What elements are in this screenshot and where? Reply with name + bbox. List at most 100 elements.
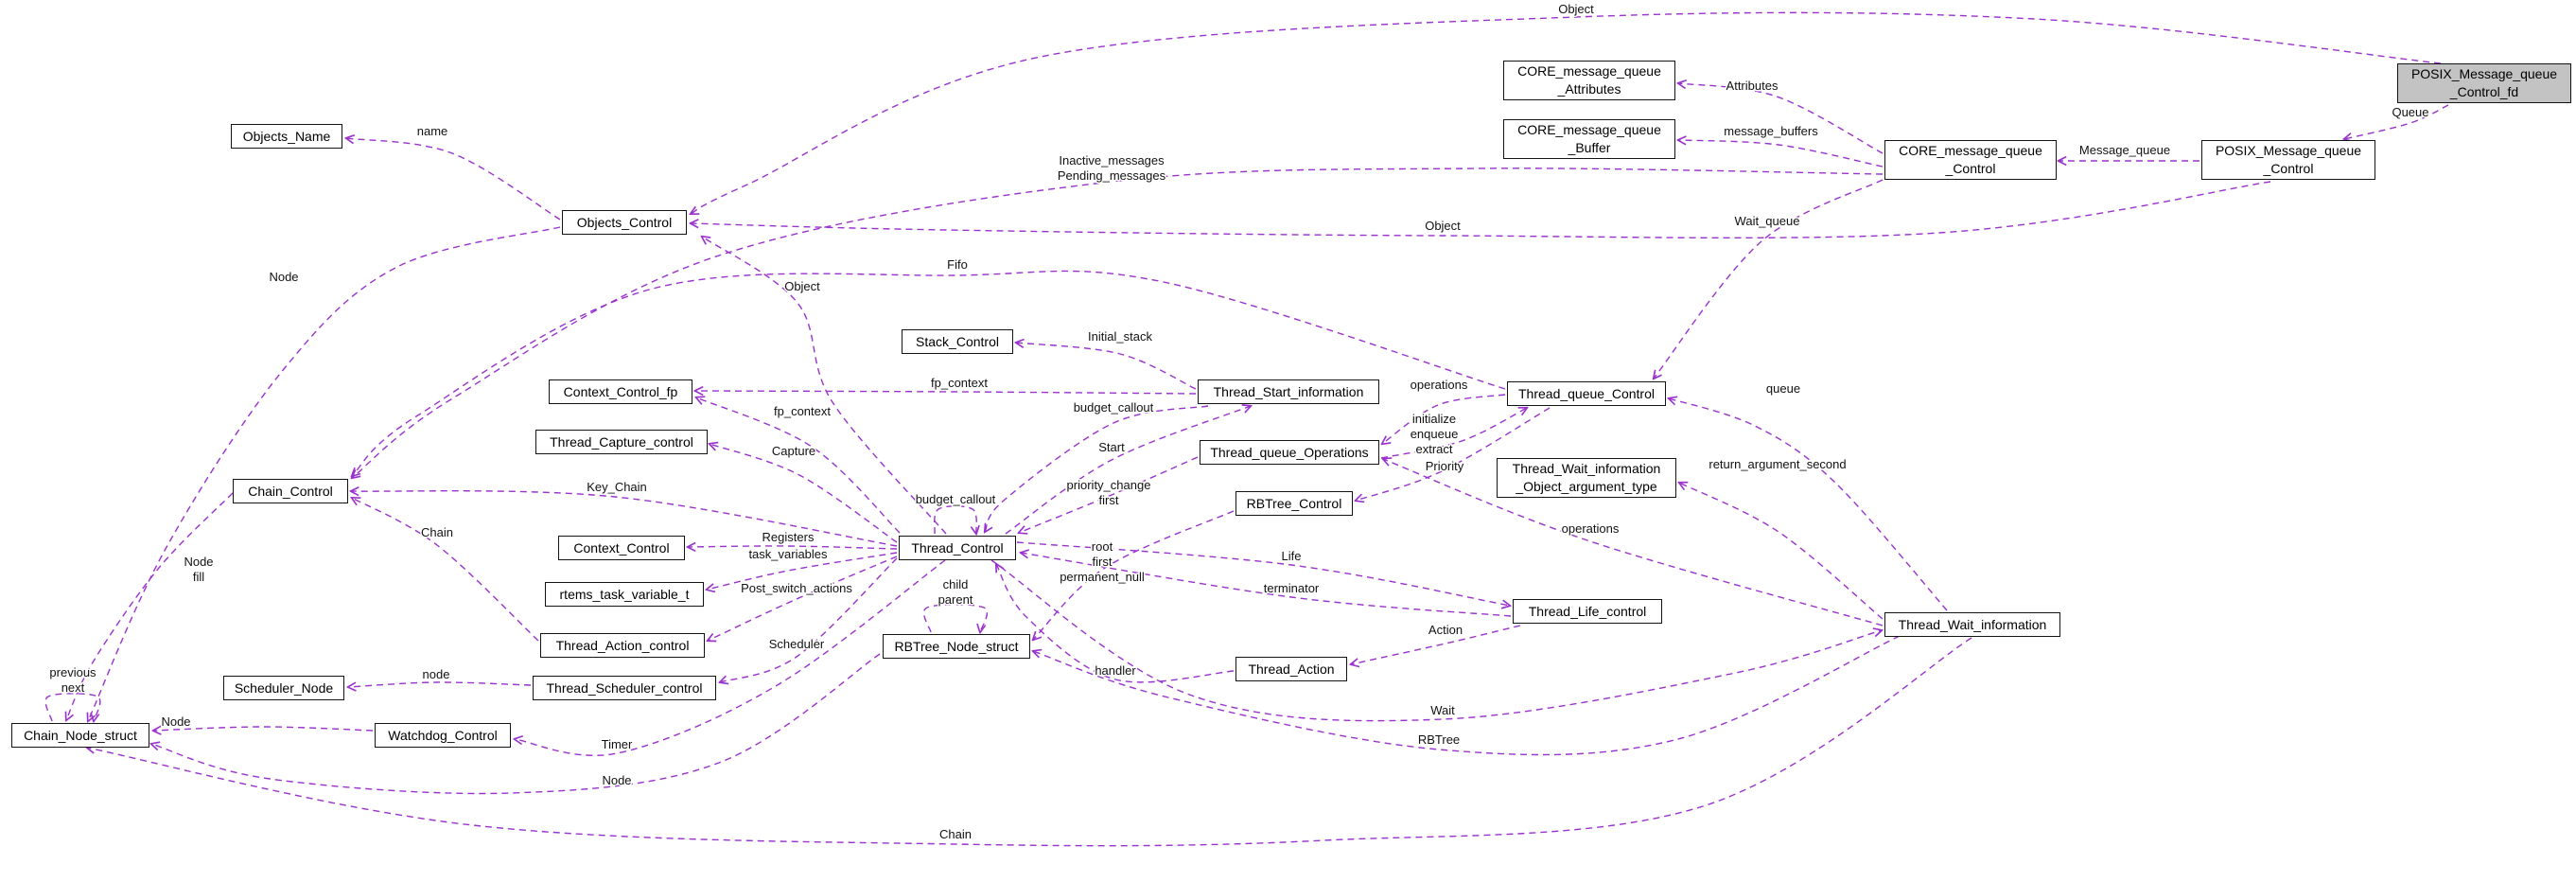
node-label: rtems_task_variable_t	[559, 586, 690, 602]
node-Objects_Name[interactable]: Objects_Name	[231, 124, 342, 149]
node-label: _Control_fd	[2449, 84, 2519, 99]
edge-label--Thread_Control--rtems_task_variable_t: task_variables	[748, 547, 828, 561]
node-CORE_message_queue_Attributes[interactable]: CORE_message_queue _Attributes	[1503, 61, 1675, 100]
edge-label--Objects_Control--Objects_Name: name	[417, 124, 448, 138]
node-rtems_task_variable_t[interactable]: rtems_task_variable_t	[545, 582, 704, 607]
node-label: Chain_Node_struct	[24, 727, 137, 743]
node-Context_Control_fp[interactable]: Context_Control_fp	[549, 379, 692, 404]
edge-label--POSIX_Message_queue_Control--Objects_Control: Object	[1425, 219, 1461, 233]
edge-label--Thread_Control--Context_Control_fp: fp_context	[774, 404, 831, 418]
edge-label--Thread_Action_control--Chain_Control: Chain	[421, 525, 453, 539]
node-Thread_Capture_control[interactable]: Thread_Capture_control	[535, 430, 708, 454]
node-label: CORE_message_queue	[1517, 63, 1661, 79]
edge-label--CORE_message_queue_Control--CORE_message_queue_Buffer: message_buffers	[1724, 124, 1818, 138]
edge--Thread_Action--Thread_Control	[996, 564, 1235, 683]
edge-label--Thread_Control--Watchdog_Control: Timer	[602, 737, 633, 751]
node-Thread_Action[interactable]: Thread_Action	[1235, 657, 1347, 681]
edge-label--Thread_queue_Control--Chain_Control: Fifo	[947, 257, 968, 272]
node-RBTree_Control[interactable]: RBTree_Control	[1235, 491, 1353, 516]
edge--Thread_Start_information--Stack_Control	[1016, 343, 1197, 390]
edge--Thread_Start_information--Thread_Control	[985, 405, 1209, 532]
edge-label--Thread_Scheduler_control--Scheduler_Node: node	[423, 667, 450, 681]
node-label: CORE_message_queue	[1899, 143, 2042, 158]
node-label: Thread_Scheduler_control	[546, 679, 703, 696]
node-label: Thread_queue_Operations	[1210, 444, 1369, 460]
edge-label--Thread_Control--Chain_Control: Key_Chain	[587, 480, 647, 494]
edge--Thread_Control--Context_Control_fp	[696, 397, 901, 534]
edge--Thread_Control--rtems_task_variable_t	[707, 552, 898, 590]
node-label: Thread_Wait_information	[1512, 461, 1661, 476]
edge--Thread_Control--Thread_Control	[934, 505, 977, 534]
node-label: _Control	[1945, 161, 1996, 176]
node-Thread_Scheduler_control[interactable]: Thread_Scheduler_control	[533, 676, 716, 700]
edge--POSIX_Message_queue_Control_fd--Objects_Control	[691, 11, 2442, 214]
edge-label--Thread_Control--Thread_Scheduler_control: Scheduler	[769, 637, 825, 651]
node-label: Chain_Control	[248, 483, 333, 499]
edge--Thread_queue_Operations--Thread_queue_Control	[1380, 408, 1527, 459]
node-Thread_Wait_information_Object_argument_type[interactable]: Thread_Wait_information_Object_argument_…	[1497, 458, 1676, 498]
node-CORE_message_queue_Control[interactable]: CORE_message_queue _Control	[1884, 140, 2057, 180]
edge-label--Thread_Wait_information--Thread_Wait_information_Object_argument_type: return_argument_second	[1709, 457, 1846, 471]
edge--Thread_Start_information--Context_Control_fp	[695, 391, 1197, 394]
node-Thread_queue_Operations[interactable]: Thread_queue_Operations	[1200, 440, 1379, 465]
node-label: Scheduler_Node	[234, 679, 334, 696]
edge--CORE_message_queue_Control--CORE_message_queue_Buffer	[1678, 140, 1884, 168]
node-POSIX_Message_queue_Control[interactable]: POSIX_Message_queue_Control	[2201, 140, 2375, 180]
node-label: POSIX_Message_queue	[2215, 143, 2362, 158]
node-Thread_Life_control[interactable]: Thread_Life_control	[1513, 599, 1662, 624]
edge-label--Thread_Wait_information--Chain_Node_struct: Chain	[939, 827, 972, 841]
edge--Thread_Control--Watchdog_Control	[515, 559, 946, 756]
edge--Thread_Life_control--Thread_Control	[1021, 553, 1512, 617]
edge-label--Thread_Control--Thread_Life_control: Life	[1282, 549, 1302, 563]
edge-label--Thread_Start_information--Thread_Control: budget_callout	[1074, 400, 1154, 415]
edge--Thread_Wait_information--Thread_queue_Operations	[1383, 459, 1884, 626]
edge--Thread_Wait_information--Thread_queue_Control	[1669, 398, 1948, 611]
edge-label--Thread_Wait_information--Thread_queue_Control: queue	[1766, 381, 1800, 396]
node-label: Thread_queue_Control	[1518, 385, 1655, 401]
node-Chain_Control[interactable]: Chain_Control	[233, 479, 348, 503]
edge--CORE_message_queue_Control--CORE_message_queue_Attributes	[1678, 83, 1884, 154]
node-Watchdog_Control[interactable]: Watchdog_Control	[375, 723, 511, 748]
node-label: Thread_Action_control	[555, 637, 690, 653]
edge-label--Objects_Control--Chain_Node_struct: Node	[269, 270, 298, 284]
edge--Thread_queue_Control--RBTree_Control	[1356, 407, 1551, 501]
node-Thread_Action_control[interactable]: Thread_Action_control	[540, 633, 705, 658]
edge-label--Thread_Control--Thread_Capture_control: Capture	[772, 444, 815, 458]
node-label: Thread_Capture_control	[550, 433, 693, 450]
node-label: Stack_Control	[916, 333, 999, 349]
node-label: Watchdog_Control	[388, 727, 498, 743]
edge--Objects_Control--Chain_Node_struct	[88, 226, 561, 721]
node-label: Context_Control_fp	[563, 383, 678, 399]
edge--POSIX_Message_queue_Control_fd--POSIX_Message_queue_Control	[2344, 104, 2449, 139]
node-Thread_Control[interactable]: Thread_Control	[899, 536, 1016, 560]
node-Objects_Control[interactable]: Objects_Control	[562, 210, 687, 235]
node-label: RBTree_Control	[1246, 495, 1342, 511]
node-Scheduler_Node[interactable]: Scheduler_Node	[223, 676, 344, 700]
node-Stack_Control[interactable]: Stack_Control	[902, 329, 1013, 354]
node-RBTree_Node_struct[interactable]: RBTree_Node_struct	[883, 634, 1030, 659]
node-Thread_queue_Control[interactable]: Thread_queue_Control	[1507, 381, 1666, 406]
edge-label--Thread_Wait_information--RBTree_Node_struct: RBTree	[1418, 732, 1460, 747]
node-POSIX_Message_queue_Control_fd: POSIX_Message_queue_Control_fd	[2397, 63, 2571, 103]
node-label: Thread_Control	[911, 539, 1004, 556]
node-Context_Control[interactable]: Context_Control	[558, 536, 685, 560]
edge-label--Thread_queue_Control--RBTree_Control: Priority	[1426, 459, 1464, 473]
node-Thread_Wait_information[interactable]: Thread_Wait_information	[1884, 612, 2060, 637]
edge-label--Thread_Control--Thread_Start_information: Start	[1098, 440, 1125, 454]
node-label: Thread_Action	[1248, 661, 1335, 677]
edge--RBTree_Node_struct--RBTree_Node_struct	[922, 604, 989, 632]
edge--Chain_Node_struct--Chain_Node_struct	[44, 693, 101, 721]
node-CORE_message_queue_Buffer[interactable]: CORE_message_queue_Buffer	[1503, 119, 1675, 159]
node-label: _Attributes	[1557, 81, 1621, 97]
node-Thread_Start_information[interactable]: Thread_Start_information	[1198, 379, 1379, 404]
edge--Thread_Life_control--Thread_Action	[1351, 625, 1521, 664]
node-Chain_Node_struct[interactable]: Chain_Node_struct	[11, 723, 149, 748]
edge--Thread_queue_Control--Chain_Control	[352, 270, 1506, 476]
edge--Thread_Control--Thread_Wait_information	[990, 559, 1882, 722]
node-label: RBTree_Node_struct	[894, 638, 1019, 654]
